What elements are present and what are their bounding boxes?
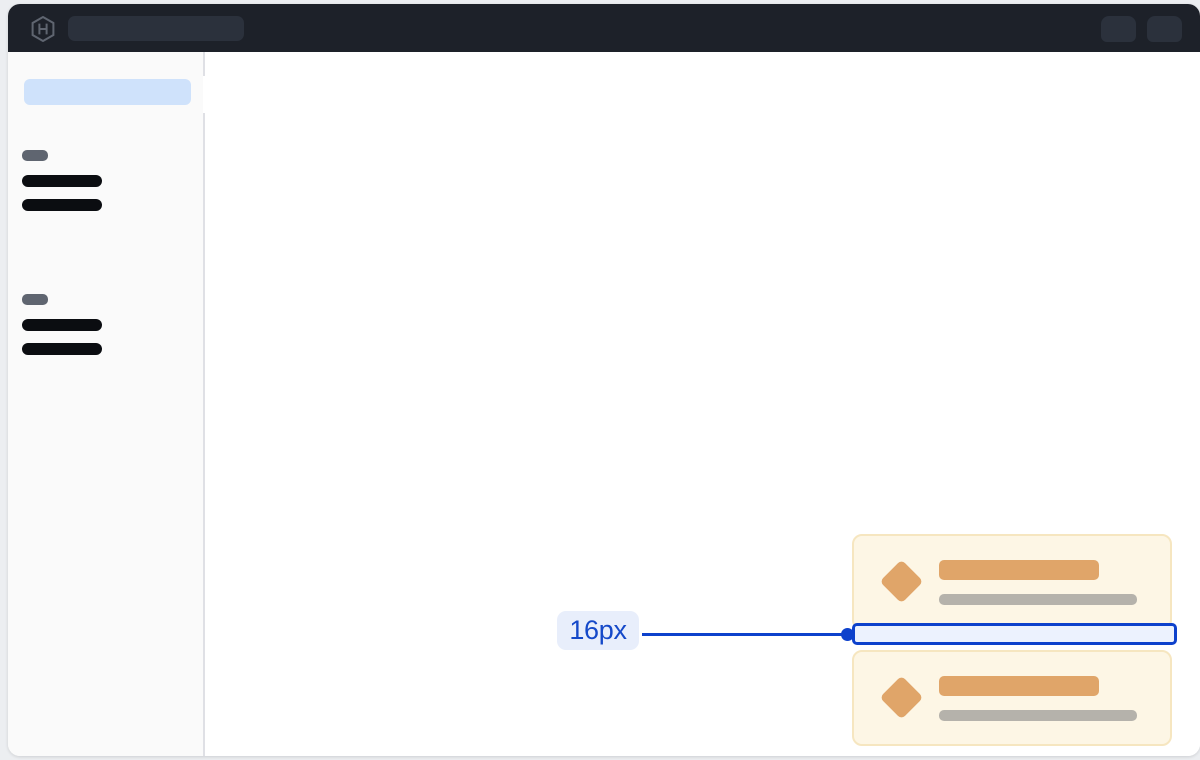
sidebar bbox=[8, 52, 205, 756]
avatar[interactable] bbox=[1147, 16, 1182, 42]
top-header-bar bbox=[8, 4, 1200, 52]
sidebar-item-selected[interactable] bbox=[24, 79, 191, 105]
card-subtitle bbox=[939, 594, 1137, 605]
hashicorp-hexagon-logo-icon[interactable] bbox=[30, 16, 56, 42]
sidebar-group-2-eyebrow bbox=[22, 294, 48, 305]
search-input[interactable] bbox=[68, 16, 244, 41]
measurement-anchor-dot bbox=[841, 628, 854, 641]
measurement-value-badge: 16px bbox=[557, 611, 639, 650]
sidebar-group-2 bbox=[22, 294, 102, 367]
diamond-icon bbox=[879, 675, 924, 720]
sidebar-group-1 bbox=[22, 150, 102, 223]
card-title bbox=[939, 560, 1099, 580]
sidebar-item-1-1[interactable] bbox=[22, 175, 102, 187]
sidebar-item-2-2[interactable] bbox=[22, 343, 102, 355]
content-card-top[interactable] bbox=[852, 534, 1172, 630]
card-subtitle bbox=[939, 710, 1137, 721]
header-action-one-button[interactable] bbox=[1101, 16, 1136, 42]
main-canvas: 16px bbox=[205, 52, 1200, 756]
measurement-leader-line bbox=[642, 633, 848, 636]
diamond-icon bbox=[879, 559, 924, 604]
app-window: 16px bbox=[8, 4, 1200, 756]
content-card-bottom[interactable] bbox=[852, 650, 1172, 746]
sidebar-item-2-1[interactable] bbox=[22, 319, 102, 331]
spacing-measurement-highlight bbox=[852, 623, 1177, 645]
sidebar-item-1-2[interactable] bbox=[22, 199, 102, 211]
card-title bbox=[939, 676, 1099, 696]
sidebar-group-1-eyebrow bbox=[22, 150, 48, 161]
